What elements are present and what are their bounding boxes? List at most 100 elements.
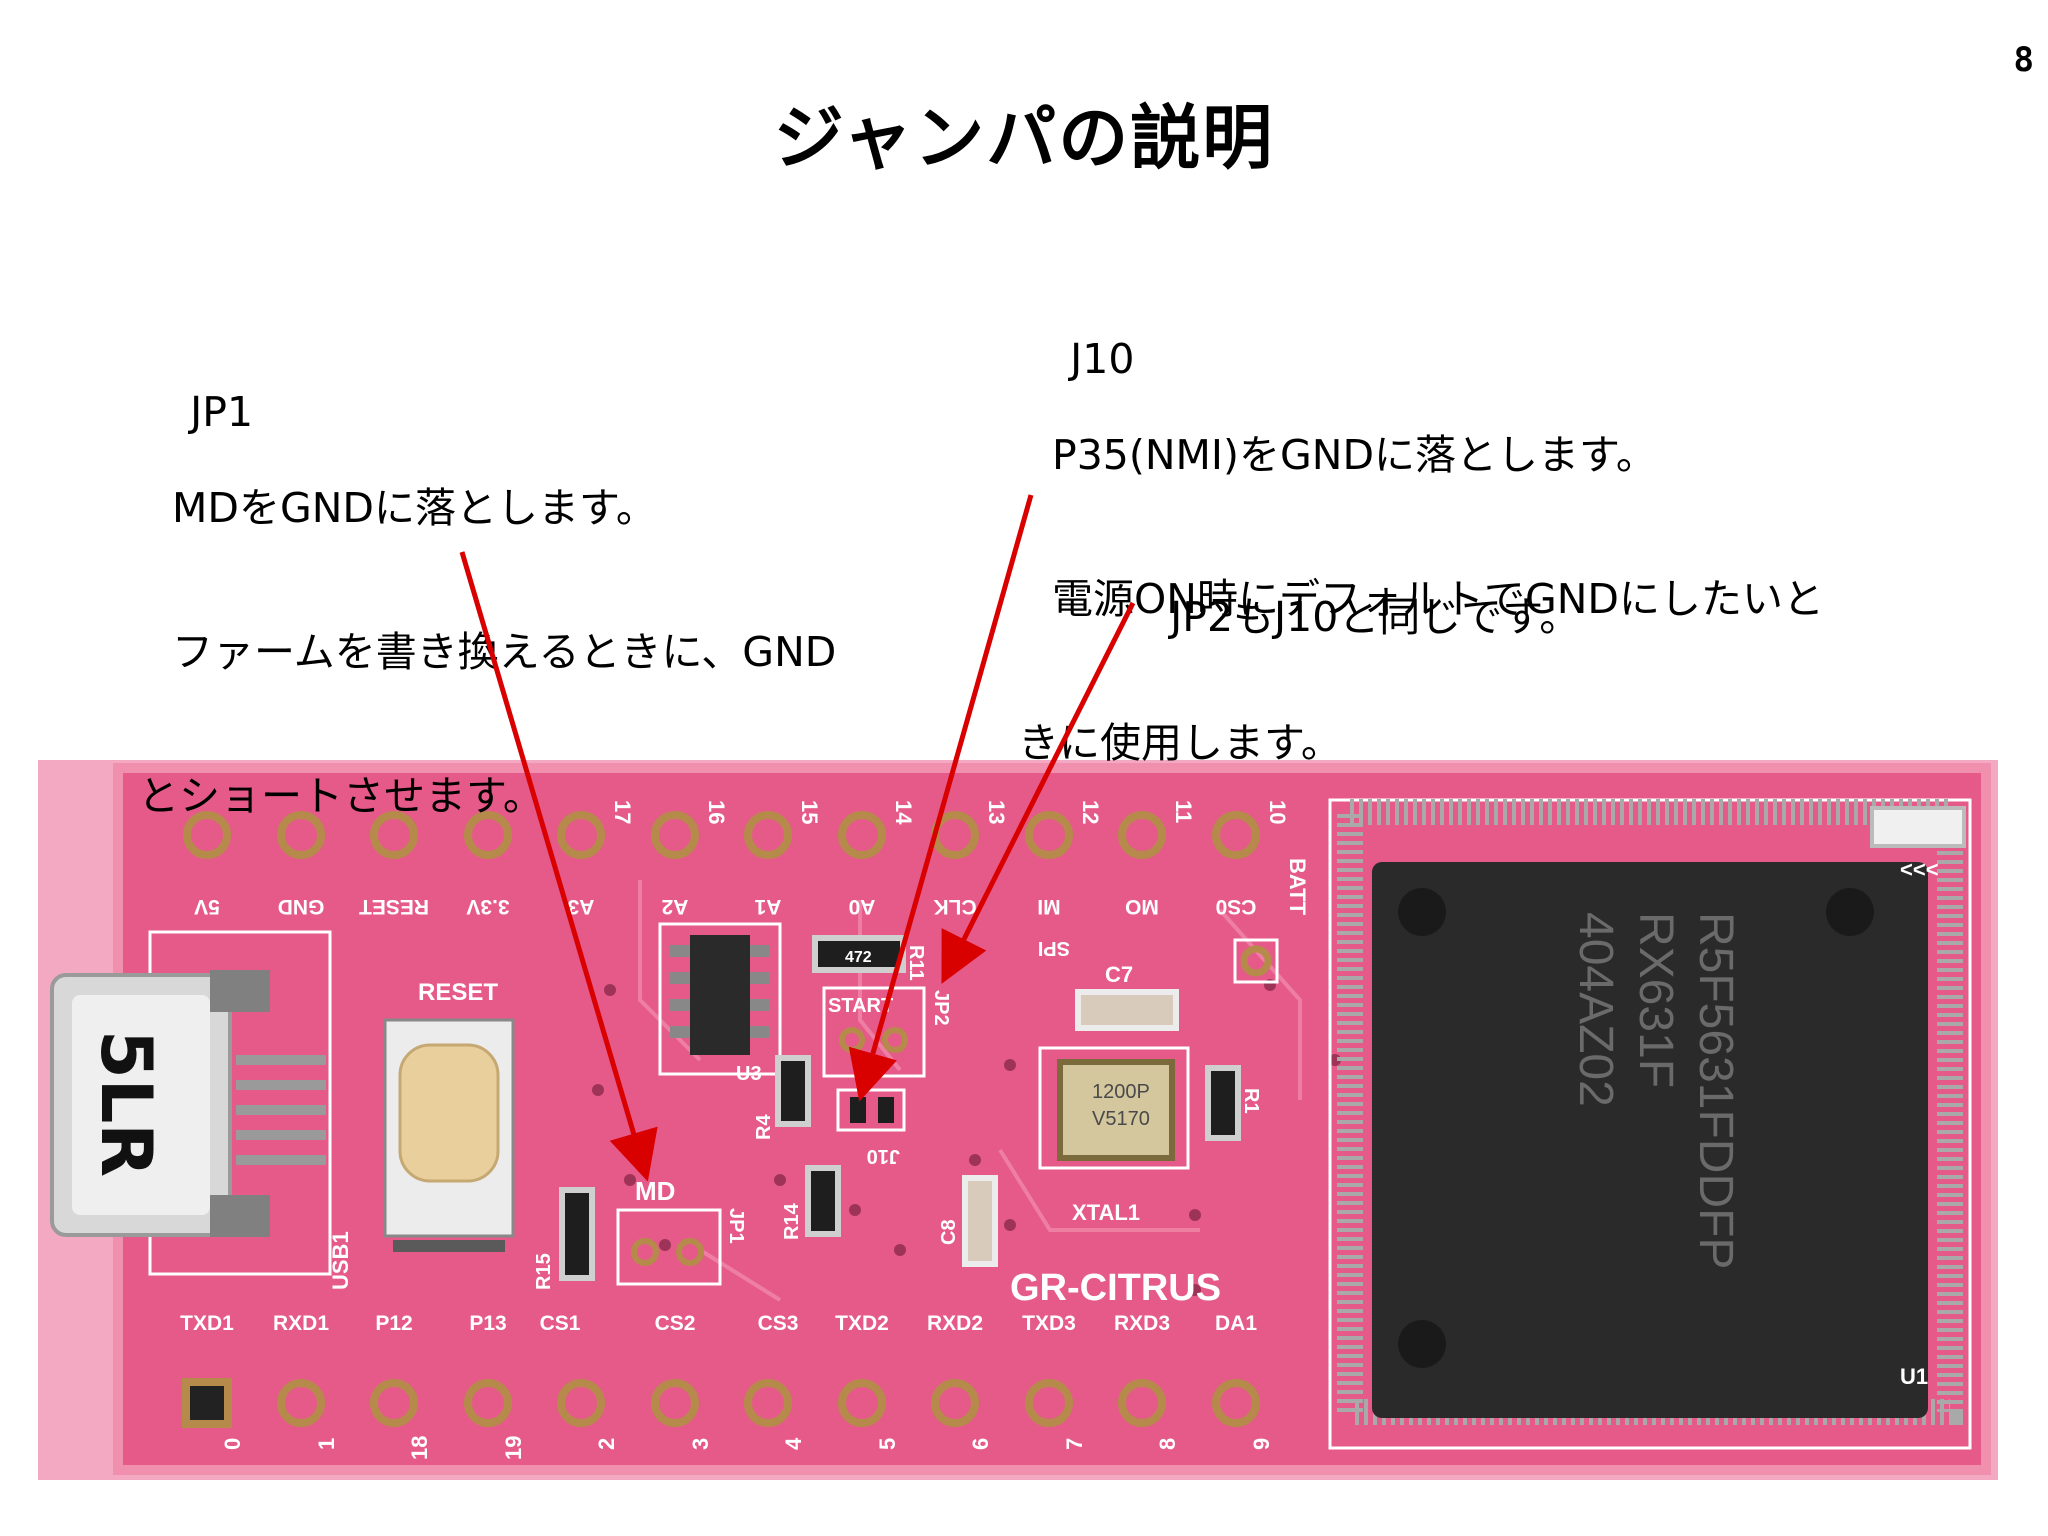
pin-label: TXD3	[1022, 1312, 1076, 1335]
pin-label: A2	[662, 895, 689, 918]
usb-marking: 5LR	[85, 1030, 167, 1177]
pin-number: 7	[1062, 1438, 1087, 1450]
callout-j10-line2: 電源ON時にデフォルトでGNDにしたいと	[1052, 575, 1824, 623]
batt-pad	[1233, 938, 1279, 984]
pin-number: 4	[781, 1437, 806, 1450]
silk-jp2: JP2	[930, 990, 952, 1026]
pin-number: 13	[984, 800, 1009, 824]
silk-c7: C7	[1105, 962, 1133, 987]
board-name: GR-CITRUS	[1010, 1267, 1221, 1309]
pin-number: 9	[1249, 1438, 1274, 1450]
silk-u3: U3	[736, 1063, 762, 1085]
pin-number: 8	[1155, 1438, 1180, 1450]
pin-label: 5V	[194, 895, 220, 918]
pin-label: CLK	[933, 895, 976, 918]
callout-jp2: JP2もJ10と同じです。	[1118, 545, 1580, 689]
silk-usb1: USB1	[328, 1231, 353, 1290]
pin-label: CS1	[540, 1312, 581, 1335]
callout-j10-line1: P35(NMI)をGNDに落とします。	[1052, 431, 1657, 479]
silk-c8: C8	[938, 1219, 960, 1245]
pin-number: 14	[891, 800, 916, 825]
bottom-pin-numbers: 0 1 18 19 2 3 4 5 6 7 8 9	[220, 1436, 1274, 1460]
pin-label: MO	[1125, 895, 1159, 918]
pin-number: 1	[314, 1438, 339, 1450]
silk-start: START	[828, 995, 893, 1017]
silk-jp1: JP1	[725, 1208, 747, 1244]
chip-marking-1: R5F5631FDDFP	[1689, 912, 1742, 1269]
r4-resistor	[775, 1055, 811, 1127]
pin-number: 3	[688, 1438, 713, 1450]
silk-r1: R1	[1240, 1088, 1262, 1114]
pin-label: GND	[278, 895, 325, 918]
pin-label: CS0	[1216, 895, 1257, 918]
pin-label: RXD2	[927, 1312, 983, 1335]
silk-xtal1: XTAL1	[1072, 1200, 1140, 1225]
pin-label: P13	[469, 1312, 506, 1335]
pin-label: MI	[1037, 895, 1060, 918]
chip-marking-2: RX631F	[1629, 912, 1682, 1088]
page-title: ジャンパの説明	[773, 97, 1275, 179]
silk-r472-a: 472	[845, 949, 872, 966]
pin-label: RXD1	[273, 1312, 329, 1335]
c8-capacitor	[962, 1175, 998, 1267]
callout-jp2-text: JP2もJ10と同じです。	[1170, 593, 1581, 641]
jp1-outline	[616, 1208, 722, 1286]
reset-button	[383, 1018, 515, 1252]
c7-capacitor	[1075, 989, 1179, 1031]
usb-connector: 5LR	[50, 930, 332, 1276]
pin-label: TXD2	[835, 1312, 889, 1335]
pin-number: 19	[501, 1436, 526, 1460]
silk-reset: RESET	[418, 979, 498, 1006]
pin-label: TXD1	[180, 1312, 234, 1335]
crystal-xtal1: 1200P V5170	[1038, 1046, 1190, 1170]
crystal-line1: 1200P	[1092, 1081, 1150, 1103]
pin-number: 6	[968, 1438, 993, 1450]
pin-number: 16	[704, 800, 729, 824]
u3-outline	[658, 922, 782, 1076]
bottom-header-pads	[182, 1378, 1260, 1428]
callout-jp1: JP1 MDをGNDに落とします。 ファームを書き換えるときに、GND とショー…	[138, 340, 836, 916]
r15-resistor	[559, 1187, 595, 1281]
pin-number: 2	[594, 1438, 619, 1450]
pin-label: A1	[754, 895, 781, 918]
callout-j10-line3: きに使用します。	[1018, 719, 1342, 767]
pin-label: RXD3	[1114, 1312, 1170, 1335]
pin-number: 10	[1265, 800, 1290, 824]
crystal-line2: V5170	[1092, 1108, 1150, 1130]
callout-jp1-line1: MDをGNDに落とします。	[172, 484, 657, 532]
page-number: 8	[2013, 40, 2034, 80]
bottom-pin-labels: TXD1 RXD1 P12 P13 CS1 CS2 CS3 TXD2 RXD2 …	[180, 1312, 1257, 1335]
silk-r15: R15	[533, 1253, 555, 1290]
r1-resistor	[1205, 1065, 1241, 1141]
silk-md: MD	[635, 1176, 675, 1206]
silk-batt: BATT	[1285, 858, 1310, 916]
pin-number: 11	[1171, 800, 1196, 823]
silk-r14: R14	[781, 1202, 803, 1240]
mcu-chip: R5F5631FDDFP RX631F 404AZ02	[1328, 798, 1972, 1450]
pin-number: 5	[875, 1438, 900, 1450]
silk-spi: SPI	[1038, 937, 1070, 959]
silk-u1: U1	[1900, 1364, 1928, 1389]
silk-r11: R11	[905, 945, 927, 981]
led	[1870, 806, 1966, 848]
pin-number: 15	[797, 800, 822, 824]
pin-number: 0	[220, 1438, 245, 1450]
pin-label: CS3	[758, 1312, 799, 1335]
pin-label: RESET	[359, 895, 429, 918]
u3-chip	[690, 935, 750, 1055]
silk-j10: J10	[867, 1145, 900, 1167]
pin-label: CS2	[655, 1312, 696, 1335]
pin-number: 18	[407, 1436, 432, 1460]
callout-jp1-line2: ファームを書き換えるときに、GND	[172, 628, 837, 676]
chip-marking-3: 404AZ02	[1569, 912, 1622, 1107]
callout-j10-heading: J10	[1070, 335, 1135, 383]
callout-jp1-line3: とショートさせます。	[138, 772, 544, 820]
svg-text:<<<: <<<	[1900, 857, 1939, 882]
callout-jp1-heading: JP1	[190, 388, 254, 436]
pin-label: A0	[849, 895, 876, 918]
r14-resistor	[805, 1165, 841, 1237]
silk-r4: R4	[753, 1114, 775, 1140]
pin-label: P12	[375, 1312, 412, 1335]
